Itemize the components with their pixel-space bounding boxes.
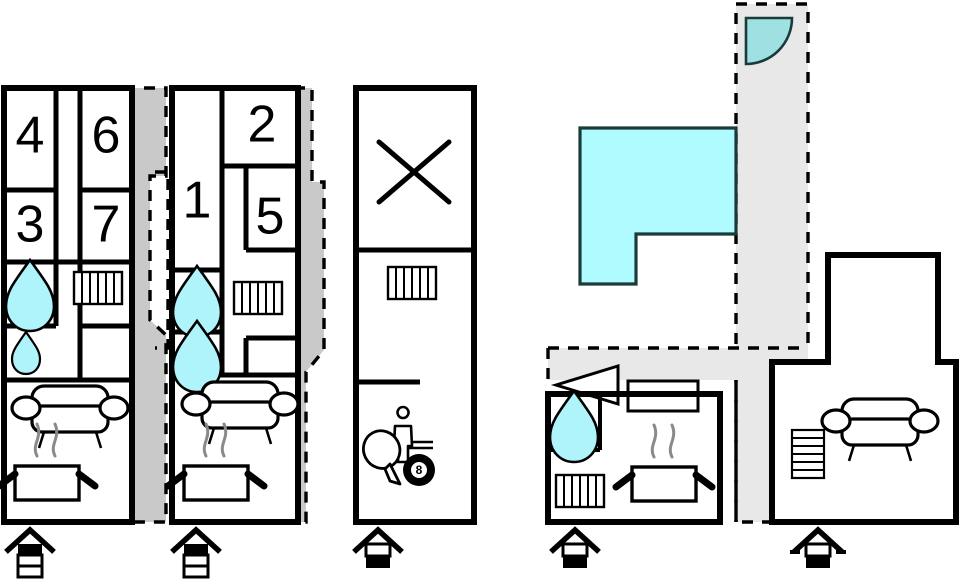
shower-icon <box>548 389 600 464</box>
room-number-4: 4 <box>16 107 45 165</box>
radiator-icon <box>790 428 826 480</box>
entrance-icon-unit-5[interactable] <box>790 530 846 568</box>
radiator-icon <box>232 280 284 316</box>
entrance-icon-unit-4[interactable] <box>553 530 597 568</box>
jacuzzi-icon <box>744 16 794 66</box>
stove-icon <box>616 425 712 501</box>
unit-4-outer-wall <box>545 391 723 525</box>
unit-3-partitions <box>356 247 474 385</box>
radiator-icon <box>554 473 606 509</box>
room-number-7: 7 <box>92 196 121 254</box>
unit-1-left-apartment: 4 6 3 7 <box>0 85 168 525</box>
swimming-pool <box>578 126 738 286</box>
unit-3-games-block <box>353 85 477 525</box>
entrance-icon-unit-3[interactable] <box>356 530 400 568</box>
radiator-icon <box>72 270 124 306</box>
room-number-2: 2 <box>248 96 277 154</box>
room-number-3: 3 <box>16 196 45 254</box>
entrance-markers <box>8 530 846 577</box>
room-number-5: 5 <box>256 188 285 246</box>
room-number-6: 6 <box>92 107 121 165</box>
entrance-icon-unit-2[interactable] <box>174 530 218 577</box>
unit-4-pool-house <box>545 363 723 525</box>
billiard-ball-icon <box>403 454 435 486</box>
radiator-icon <box>386 265 438 301</box>
unit-2-second-apartment: 1 2 5 <box>155 85 326 525</box>
unit-2-balcony <box>294 86 326 524</box>
cross-icon <box>376 139 452 205</box>
entrance-icon-unit-1[interactable] <box>8 530 52 577</box>
unit-5-right-living-block <box>769 252 959 525</box>
unit-2-left-balcony <box>155 170 170 350</box>
room-number-1: 1 <box>183 172 212 230</box>
